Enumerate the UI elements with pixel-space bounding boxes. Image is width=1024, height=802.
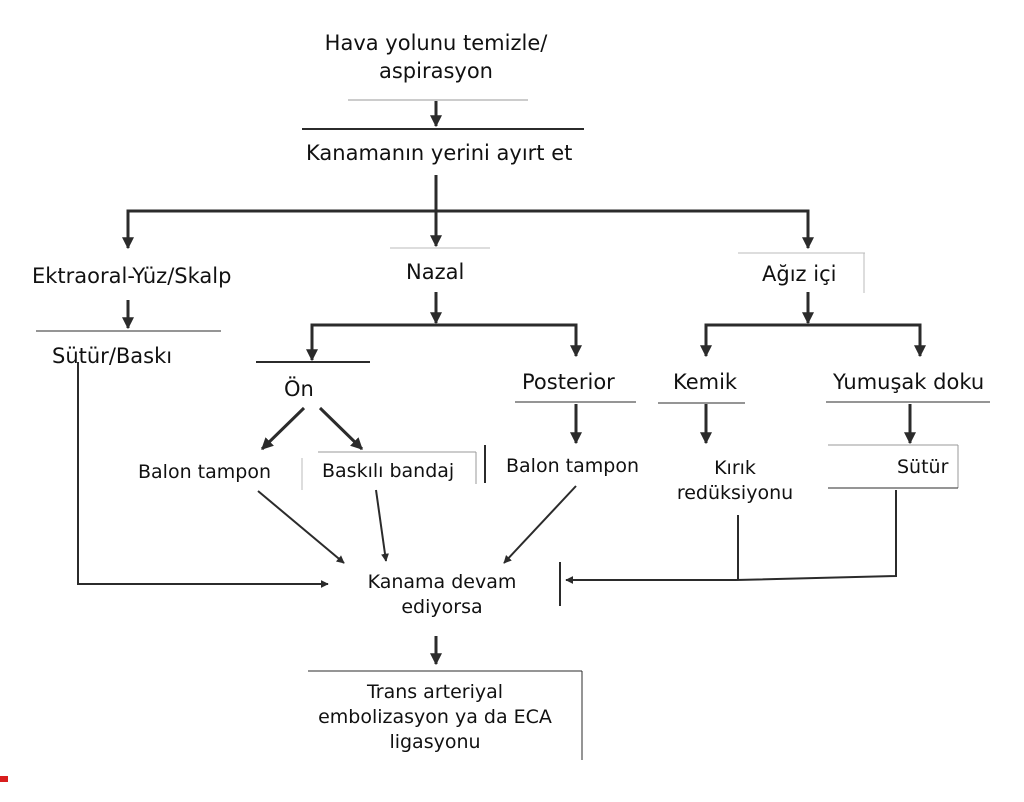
arrow-posterior-balloon-to-bleeding <box>503 485 577 564</box>
node-suture: Sütür <box>897 456 949 478</box>
node-nasal: Nazal <box>406 260 465 284</box>
node-final: Trans arteriyal embolizasyon ya da ECA l… <box>300 680 570 755</box>
node-fracture-line2: redüksiyonu <box>676 482 794 505</box>
node-final-line2: embolizasyon ya da ECA <box>318 706 552 729</box>
arrow-balloon-to-bleeding <box>257 490 345 564</box>
branch-bar-nasal <box>310 323 578 357</box>
arrow-bandage-to-bleeding <box>375 489 389 562</box>
node-soft-tissue: Yumuşak doku <box>833 370 985 394</box>
branch-bar-top <box>126 209 810 246</box>
arrow-anterior-to-balloon <box>260 406 306 451</box>
node-fracture: Kırık redüksiyonu <box>660 456 810 506</box>
node-balloon-anterior: Balon tampon <box>138 461 271 483</box>
node-bleeding-line1: Kanama devam <box>367 571 517 593</box>
node-extraoral: Ektraoral-Yüz/Skalp <box>32 264 232 288</box>
node-bleeding: Kanama devam ediyorsa <box>352 570 532 620</box>
arrow-suture-pressure-to-bleeding <box>77 362 329 588</box>
node-final-line1: Trans arteriyal <box>366 681 504 703</box>
branch-bar-intraoral <box>704 323 922 353</box>
node-fracture-line1: Kırık <box>714 457 756 479</box>
node-airway-line2: aspirasyon <box>378 58 493 83</box>
node-pressure-bandage: Baskılı bandaj <box>322 460 455 482</box>
node-airway-line1: Hava yolunu temizle/ <box>324 31 548 55</box>
node-bone: Kemik <box>673 370 738 394</box>
node-final-line3: ligasyonu <box>389 731 481 754</box>
connector-suture-down <box>735 490 897 581</box>
node-locate: Kanamanın yerini ayırt et <box>306 141 573 165</box>
node-intraoral: Ağız içi <box>762 262 837 286</box>
node-airway: Hava yolunu temizle/ aspirasyon <box>300 30 572 85</box>
node-bleeding-line2: ediyorsa <box>401 596 483 619</box>
node-posterior: Posterior <box>522 370 615 394</box>
node-anterior: Ön <box>284 377 314 401</box>
arrow-anterior-to-bandage <box>318 406 364 451</box>
node-suture-pressure: Sütür/Baskı <box>52 344 173 368</box>
corner-logo-mark <box>0 776 8 782</box>
node-balloon-posterior: Balon tampon <box>506 455 639 477</box>
